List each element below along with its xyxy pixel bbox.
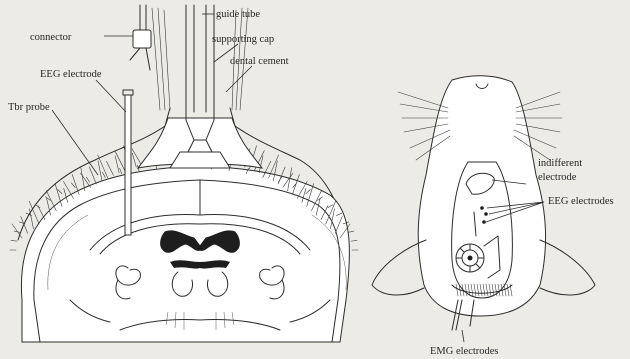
eeg-point-3 bbox=[482, 220, 486, 224]
label-dental-cement: dental cement bbox=[230, 56, 289, 67]
label-indifferent-line2: electrode bbox=[538, 172, 577, 183]
label-connector: connector bbox=[30, 32, 72, 43]
label-guide-tube: guide tube bbox=[216, 9, 260, 20]
leader-tbr-probe bbox=[52, 110, 98, 175]
eeg-electrode-cap bbox=[123, 90, 133, 95]
label-emg-electrodes: EMG electrodes bbox=[430, 346, 499, 357]
dorsal-view-panel: indifferent electrode EEG electrodes EMG… bbox=[372, 76, 614, 357]
scalp-incision bbox=[452, 162, 513, 298]
label-tbr-probe: Tbr probe bbox=[8, 102, 50, 113]
right-ear bbox=[540, 240, 595, 295]
leader-emg bbox=[462, 330, 464, 342]
left-ear bbox=[372, 240, 426, 295]
label-eeg-electrode: EEG electrode bbox=[40, 69, 102, 80]
eeg-point-1 bbox=[480, 206, 484, 210]
leader-dental-cement bbox=[226, 66, 252, 92]
eeg-electrode bbox=[125, 95, 131, 235]
connector-center bbox=[468, 256, 473, 261]
label-eeg-electrodes: EEG electrodes bbox=[548, 196, 614, 207]
eeg-point-2 bbox=[484, 212, 488, 216]
label-supporting-cap: supporting cap bbox=[212, 34, 274, 45]
supporting-cap bbox=[170, 152, 230, 168]
label-indifferent-line1: indifferent bbox=[538, 158, 582, 169]
coronal-section-panel: guide tube connector supporting cap dent… bbox=[8, 5, 358, 342]
connector bbox=[133, 30, 151, 48]
leader-eeg-electrode bbox=[96, 80, 126, 112]
